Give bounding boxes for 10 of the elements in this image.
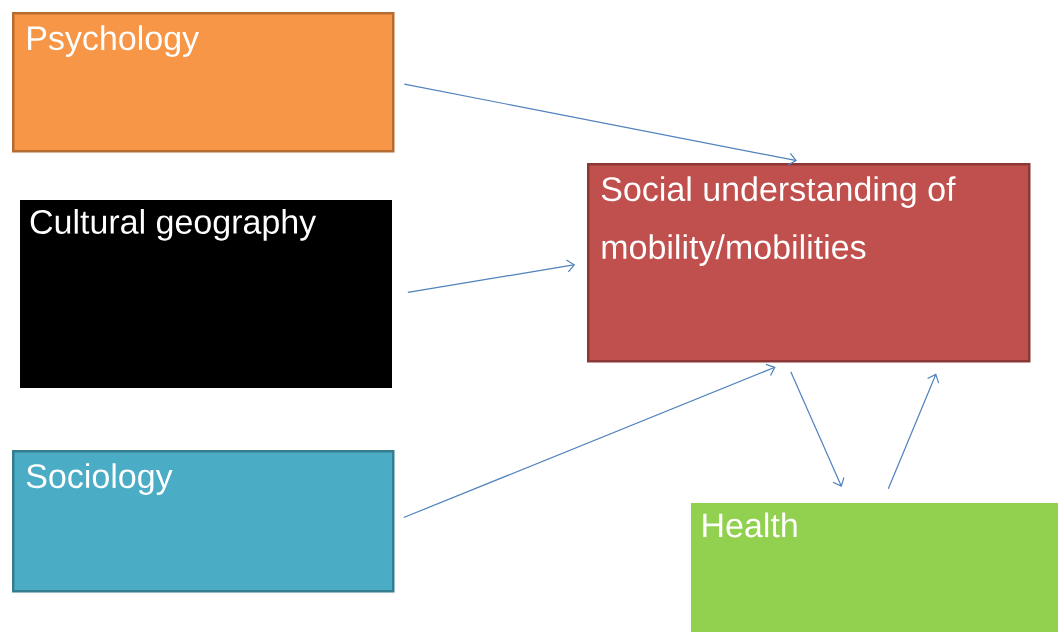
topic-box: Cultural geography [14,194,398,394]
arrow [403,83,797,166]
topic-box: Psychology [12,12,395,153]
arrow [887,373,940,490]
topic-box: Sociology [12,450,395,593]
arrow [403,363,776,519]
arrow [407,259,576,293]
topic-box: Health [686,498,1058,634]
arrow [790,371,845,487]
topic-box: Social understanding of mobility/mobilities [587,163,1031,363]
